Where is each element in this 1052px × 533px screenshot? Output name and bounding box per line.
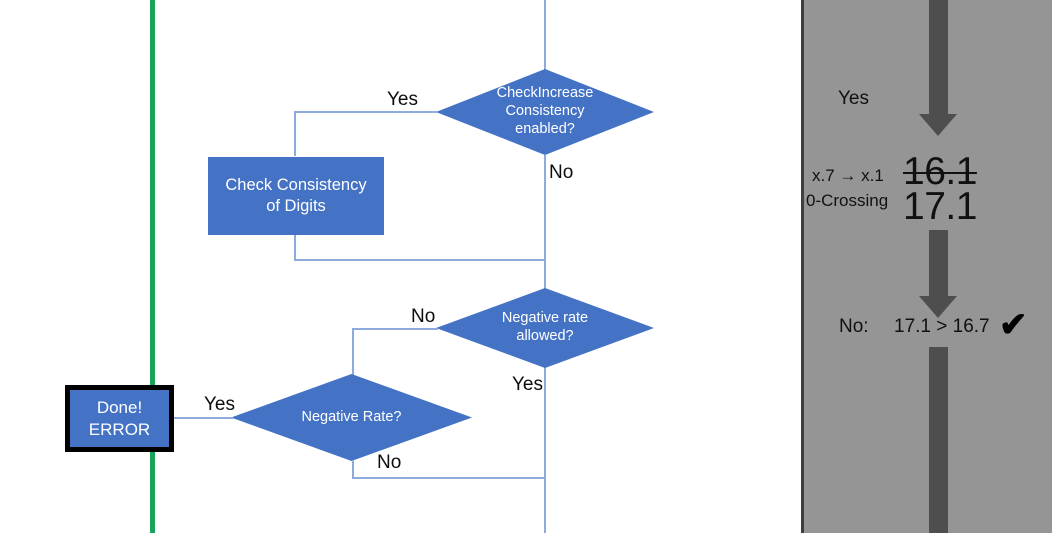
decision-label-line1: Negative Rate?: [301, 408, 402, 425]
decision-label-line1: CheckIncrease: [496, 85, 594, 102]
terminator-label-line1: Done!: [96, 398, 143, 418]
panel-check-icon: ✔: [999, 306, 1028, 344]
decision-negative-rate-allowed[interactable]: Negative rate allowed?: [436, 288, 654, 368]
panel-arrow-top-shaft: [929, 0, 948, 114]
edge-label-check-increase-no: No: [549, 162, 574, 183]
panel-rule-label-line1: x.7 → x.1: [812, 166, 884, 185]
connector-process-exit-horizontal: [294, 259, 545, 261]
edge-label-negative-rate-yes: Yes: [204, 394, 235, 415]
edge-label-negative-allowed-no: No: [411, 306, 436, 327]
edge-label-check-increase-yes: Yes: [387, 89, 418, 110]
process-check-consistency-of-digits[interactable]: Check Consistency of Digits: [208, 157, 384, 235]
decision-check-increase-consistency[interactable]: CheckIncrease Consistency enabled?: [436, 69, 654, 155]
connector-negative-rate-yes: [173, 417, 233, 419]
panel-arrow-bottom-shaft: [929, 347, 948, 533]
connector-negative-rate-no-vertical: [352, 460, 354, 478]
connector-spine-top: [544, 0, 546, 86]
connector-spine-bottom: [544, 477, 546, 533]
connector-neg-allowed-no-vertical: [352, 328, 354, 375]
green-divider-line: [150, 0, 155, 533]
connector-spine-lower: [544, 355, 546, 479]
panel-arrow-middle-head: [919, 296, 957, 318]
connector-negative-rate-no-horizontal: [352, 477, 545, 479]
connector-yes-horizontal: [294, 111, 438, 113]
decision-label-line2: Consistency: [505, 103, 585, 120]
terminator-done-error[interactable]: Done! ERROR: [65, 385, 174, 452]
decision-label-line1: Negative rate: [501, 310, 589, 327]
panel-value-result: 17.1: [903, 185, 977, 228]
panel-arrow-middle-shaft: [929, 230, 948, 298]
connector-yes-vertical-down: [294, 111, 296, 156]
panel-rule-label-line2: 0-Crossing: [806, 191, 889, 210]
process-label-line2: of Digits: [266, 197, 326, 215]
panel-comparison-expression: 17.1 > 16.7: [894, 316, 990, 337]
panel-arrow-top-head: [919, 114, 957, 136]
annotation-panel: Yes x.7 → x.1 0-Crossing 16.1 17.1 No: 1…: [801, 0, 1052, 533]
decision-negative-rate[interactable]: Negative Rate?: [231, 374, 472, 461]
decision-label-line2: allowed?: [516, 328, 574, 344]
edge-label-negative-allowed-yes: Yes: [512, 374, 543, 395]
connector-spine-mid: [544, 155, 546, 307]
connector-neg-allowed-no-horizontal: [352, 328, 438, 330]
panel-value-struck: 16.1: [903, 150, 977, 193]
panel-comparison-prefix: No:: [839, 316, 869, 337]
terminator-label-line2: ERROR: [88, 419, 151, 439]
decision-label-line3: enabled?: [515, 120, 575, 137]
process-label-line1: Check Consistency: [225, 176, 367, 195]
connector-process-exit-vertical: [294, 235, 296, 260]
panel-branch-label: Yes: [838, 88, 869, 109]
edge-label-negative-rate-no: No: [377, 452, 402, 473]
